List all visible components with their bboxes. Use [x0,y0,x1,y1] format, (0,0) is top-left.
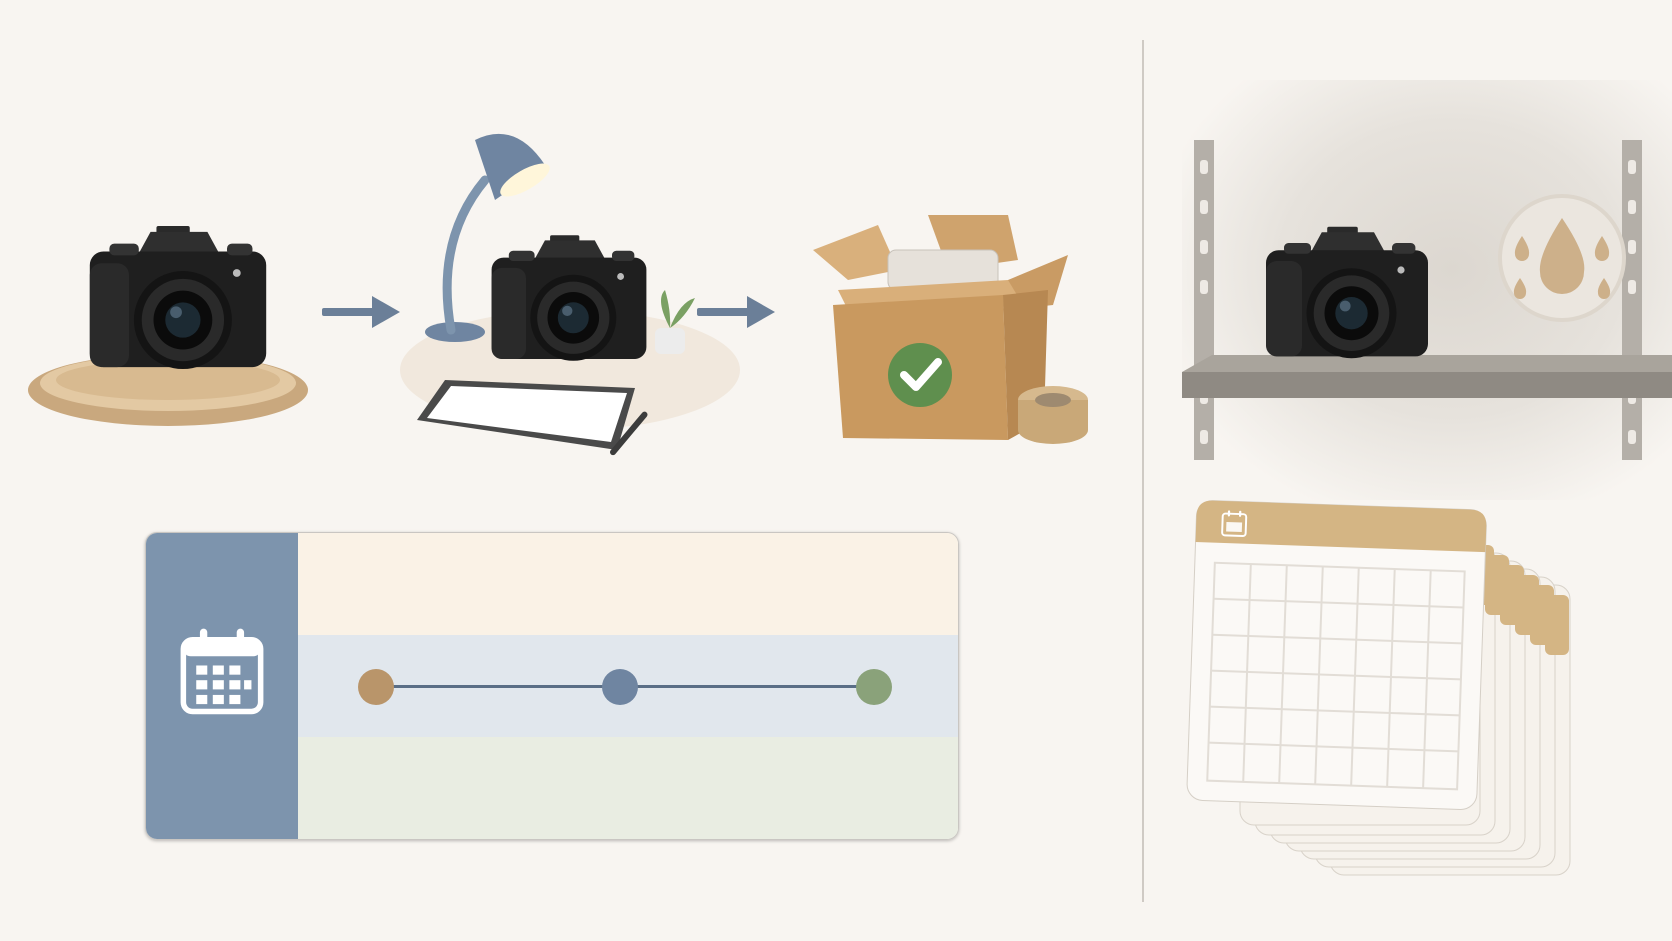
timeline-node [602,669,638,705]
arrow-right-icon [322,292,402,332]
shelf-camera [1182,130,1672,490]
timeline-node [856,669,892,705]
camera-inspection-desk [400,120,740,460]
timeline-band-top [298,533,958,635]
timeline-sidebar [146,533,298,839]
timeline-band-bottom [298,737,958,839]
calendar-stack [1185,500,1645,885]
camera-on-tray [28,215,308,435]
section-divider [1142,40,1144,902]
timeline-panel [145,532,959,840]
timeline-node [358,669,394,705]
calendar-icon [176,625,268,717]
arrow-right-icon [697,292,777,332]
packed-shipping-box [808,210,1098,460]
